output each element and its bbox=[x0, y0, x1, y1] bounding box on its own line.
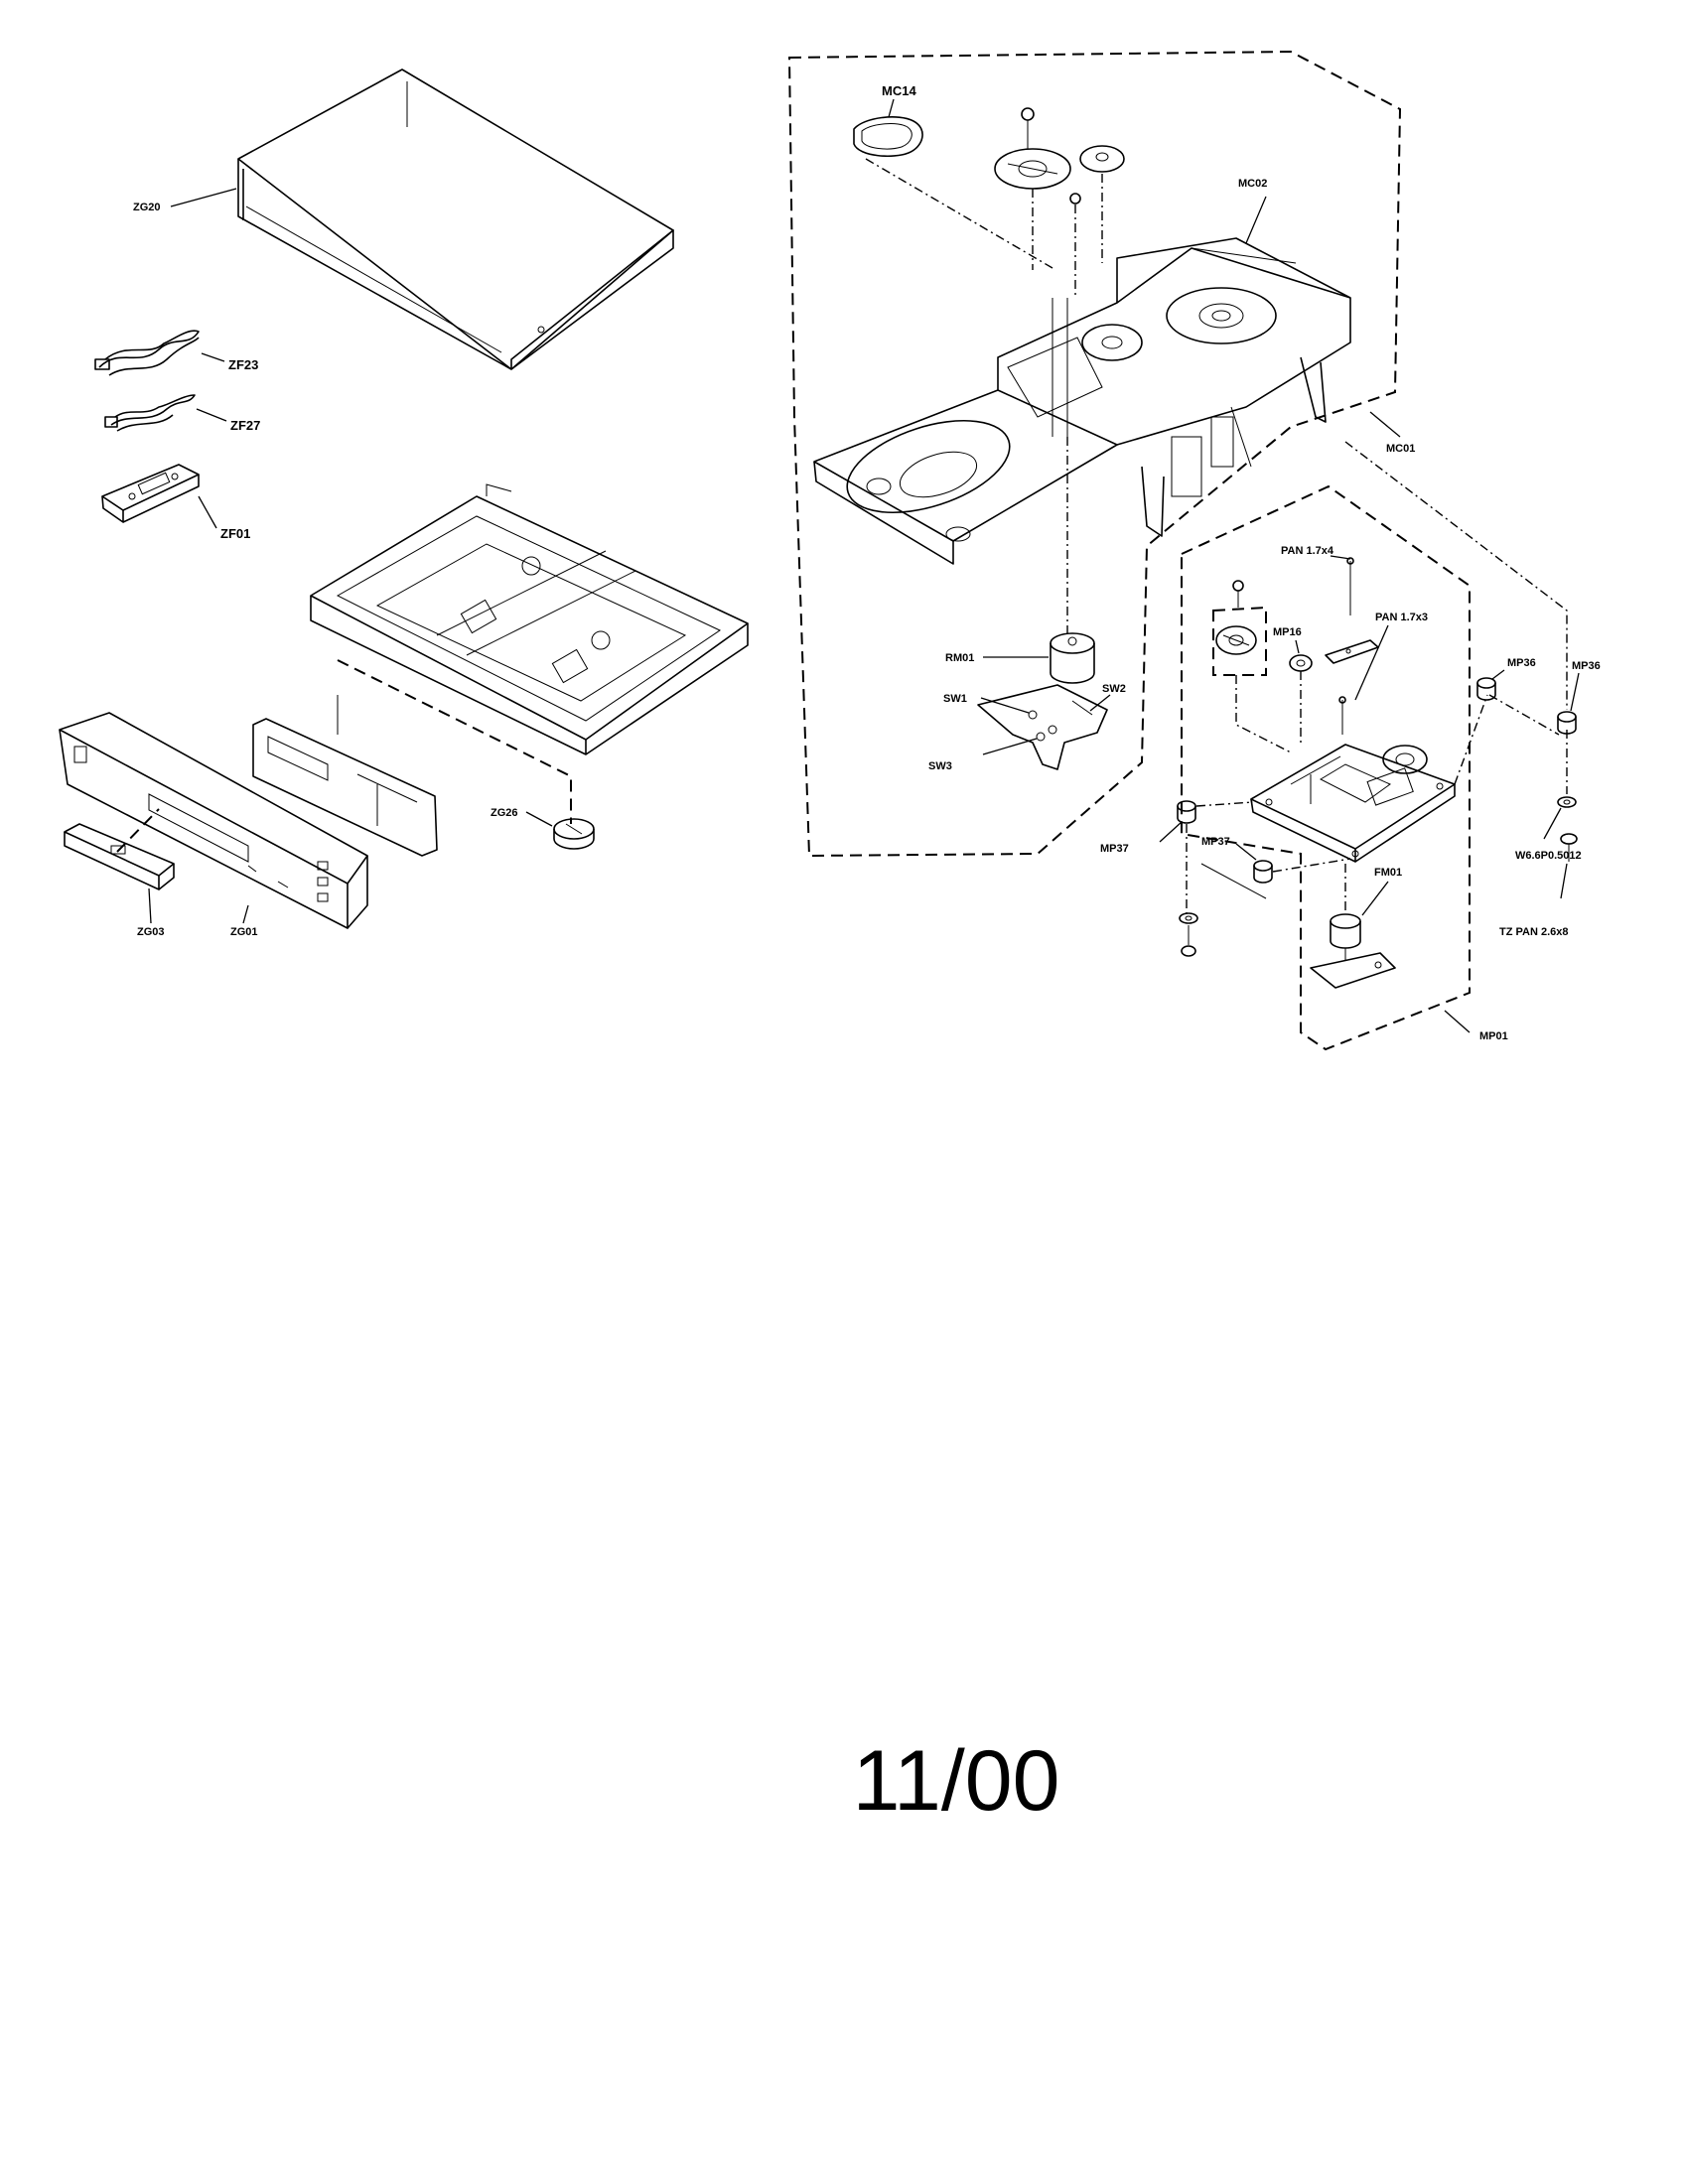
label-mc14: MC14 bbox=[882, 83, 916, 98]
loader-mechanism-mc02 bbox=[813, 237, 1351, 565]
top-cover-zg20 bbox=[237, 68, 674, 370]
remote-control-zf01 bbox=[101, 464, 200, 523]
washer-mp16 bbox=[1289, 654, 1313, 672]
label-sw3: SW3 bbox=[928, 760, 952, 772]
label-tzpan: TZ PAN 2.6x8 bbox=[1499, 926, 1569, 938]
traverse-base bbox=[1250, 744, 1456, 863]
feed-motor-fm01 bbox=[1310, 913, 1396, 989]
label-mc02: MC02 bbox=[1238, 178, 1267, 190]
damper-mp36-left bbox=[1476, 677, 1496, 701]
revision-date-text: 11/00 bbox=[852, 1733, 1060, 1829]
pulley-gear bbox=[994, 107, 1071, 190]
label-zg20: ZG20 bbox=[133, 202, 161, 213]
label-mp37a: MP37 bbox=[1100, 843, 1129, 855]
damper-mp37-left bbox=[1177, 800, 1196, 824]
door-zg03 bbox=[64, 823, 175, 890]
mc01-boundary bbox=[787, 50, 1402, 858]
washer-w6-6 bbox=[1557, 796, 1577, 808]
label-mp37b: MP37 bbox=[1201, 836, 1230, 848]
label-mp16: MP16 bbox=[1273, 626, 1302, 638]
label-zg01: ZG01 bbox=[230, 926, 258, 938]
label-zf01: ZF01 bbox=[220, 526, 250, 541]
washer-lower bbox=[1179, 912, 1198, 924]
label-sw1: SW1 bbox=[943, 693, 967, 705]
main-chassis bbox=[310, 483, 749, 755]
spindle-hub bbox=[1215, 625, 1257, 655]
label-mp36b: MP36 bbox=[1572, 660, 1601, 672]
label-rm01: RM01 bbox=[945, 652, 974, 664]
mp01-boundary bbox=[1181, 484, 1471, 1051]
damper-mp37-right bbox=[1253, 860, 1273, 884]
power-cord-zf23 bbox=[94, 330, 200, 376]
label-mp01: MP01 bbox=[1479, 1030, 1508, 1042]
belt-mc14 bbox=[853, 116, 923, 158]
switch-board bbox=[977, 684, 1108, 770]
label-zg26: ZG26 bbox=[491, 807, 518, 819]
motor-rm01 bbox=[1050, 632, 1095, 684]
small-bracket bbox=[1325, 639, 1379, 664]
screw-spindle bbox=[1232, 580, 1244, 592]
label-sw2: SW2 bbox=[1102, 683, 1126, 695]
screw-lower bbox=[1181, 925, 1196, 957]
label-mc01: MC01 bbox=[1386, 443, 1415, 455]
av-cable-zf27 bbox=[104, 394, 196, 432]
screw-tz-pan bbox=[1560, 833, 1578, 862]
gear-disc bbox=[1079, 145, 1125, 173]
label-zf27: ZF27 bbox=[230, 418, 260, 433]
label-mp36a: MP36 bbox=[1507, 657, 1536, 669]
label-w66: W6.6P0.5012 bbox=[1515, 850, 1582, 862]
label-pan17x3: PAN 1.7x3 bbox=[1375, 612, 1428, 623]
label-fm01: FM01 bbox=[1374, 867, 1402, 879]
revision-date: 11/00 bbox=[0, 1732, 1684, 1831]
label-pan17x4: PAN 1.7x4 bbox=[1281, 545, 1334, 557]
front-pcb bbox=[252, 718, 438, 857]
label-zf23: ZF23 bbox=[228, 357, 258, 372]
front-panel-zg01 bbox=[59, 712, 368, 929]
foot-zg26 bbox=[553, 818, 595, 850]
label-zg03: ZG03 bbox=[137, 926, 165, 938]
screw-top bbox=[1069, 193, 1081, 205]
